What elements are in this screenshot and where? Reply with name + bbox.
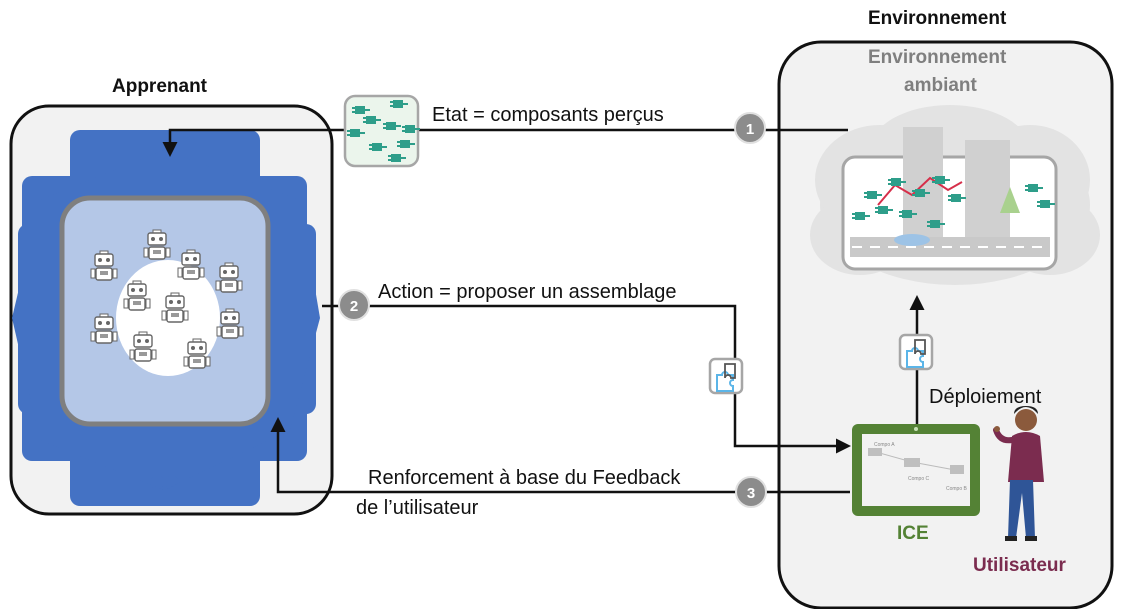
ambient-environment-title-line1: Environnement — [868, 47, 1007, 68]
deploy-label: Déploiement — [929, 386, 1042, 408]
step-badge-1: 1 — [734, 112, 766, 144]
svg-text:Compo A: Compo A — [874, 442, 895, 448]
state-label: Etat = composants perçus — [432, 104, 664, 126]
feedback-label-line1: Renforcement à base du Feedback — [368, 467, 681, 489]
feedback-label-line2: de l’utilisateur — [356, 497, 479, 519]
tablet-icon: Compo A Compo C Compo B — [852, 424, 980, 516]
ice-label: ICE — [897, 523, 929, 544]
environment-title: Environnement — [868, 8, 1007, 29]
svg-text:Compo C: Compo C — [908, 476, 930, 482]
action-arrow — [322, 304, 851, 454]
puzzle-icon — [708, 357, 744, 395]
perceived-components-box — [343, 94, 420, 168]
city-icon — [841, 127, 1058, 271]
svg-text:Compo B: Compo B — [946, 486, 968, 492]
step-badge-3: 3 — [735, 476, 767, 508]
puzzle-icon — [898, 333, 934, 371]
learner-title: Apprenant — [112, 76, 207, 97]
action-label: Action = proposer un assemblage — [378, 281, 677, 303]
ambient-environment-title-line2: ambiant — [904, 75, 977, 96]
state-arrow — [162, 128, 848, 157]
svg-text:1: 1 — [746, 121, 754, 138]
oce-label: OCE — [150, 473, 192, 494]
step-badge-2: 2 — [338, 289, 370, 321]
feedback-arrow — [270, 417, 850, 494]
user-label: Utilisateur — [973, 555, 1066, 576]
svg-text:2: 2 — [350, 298, 358, 315]
person-icon — [993, 406, 1044, 541]
svg-text:3: 3 — [747, 485, 755, 502]
